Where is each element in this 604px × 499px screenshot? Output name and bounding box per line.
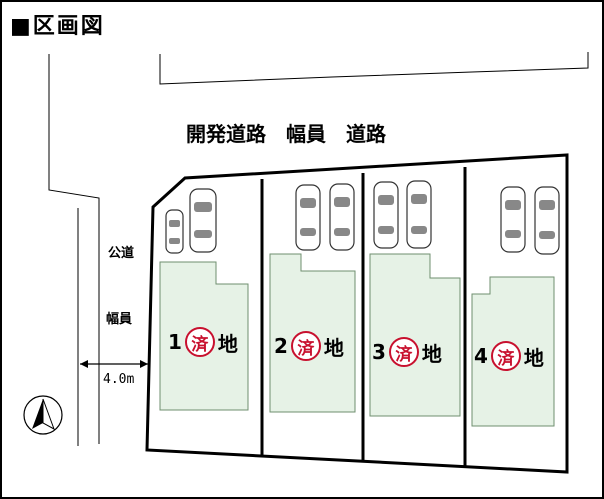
lots-boundary xyxy=(145,153,569,474)
parking-car-icon xyxy=(406,180,432,249)
page-title: ■区画図 xyxy=(10,14,105,39)
road-boundary-line xyxy=(159,52,589,85)
parking-car-icon xyxy=(165,209,184,254)
road-width-value: 4.0m xyxy=(103,372,135,387)
north-arrow-icon xyxy=(23,395,63,435)
lot-3-label: 3 済 地 xyxy=(372,334,442,370)
sold-seal-icon: 済 xyxy=(388,337,419,367)
parking-car-icon xyxy=(295,184,321,251)
lot-number: 4 xyxy=(474,344,488,368)
arrowhead-right-icon xyxy=(140,360,148,368)
lot-number: 1 xyxy=(168,330,182,354)
lot-suffix: 地 xyxy=(217,331,238,356)
lot-3-footprint xyxy=(369,253,461,417)
lot-number: 3 xyxy=(372,340,386,364)
public-road-label: 公道 xyxy=(108,246,135,261)
parking-car-icon xyxy=(534,186,560,255)
sold-seal-icon: 済 xyxy=(490,341,521,371)
arrowhead-left-icon xyxy=(80,360,88,368)
parking-car-icon xyxy=(500,186,526,253)
public-road-edge xyxy=(48,54,100,444)
sold-seal-icon: 済 xyxy=(290,331,321,361)
parking-car-icon xyxy=(329,183,355,251)
lot-1-label: 1 済 地 xyxy=(168,324,238,360)
sold-seal-icon: 済 xyxy=(184,327,215,357)
lot-suffix: 地 xyxy=(421,341,442,366)
lot-suffix: 地 xyxy=(523,345,544,370)
lot-2-label: 2 済 地 xyxy=(274,328,344,364)
parking-car-icon xyxy=(373,181,399,249)
parking-car-icon xyxy=(189,188,217,253)
lot-number: 2 xyxy=(274,334,288,358)
public-road-width-label: 幅員 xyxy=(106,312,133,327)
road-label: 開発道路 幅員 道路 xyxy=(186,122,386,146)
lot-suffix: 地 xyxy=(323,335,344,360)
lot-4-label: 4 済 地 xyxy=(474,338,544,374)
